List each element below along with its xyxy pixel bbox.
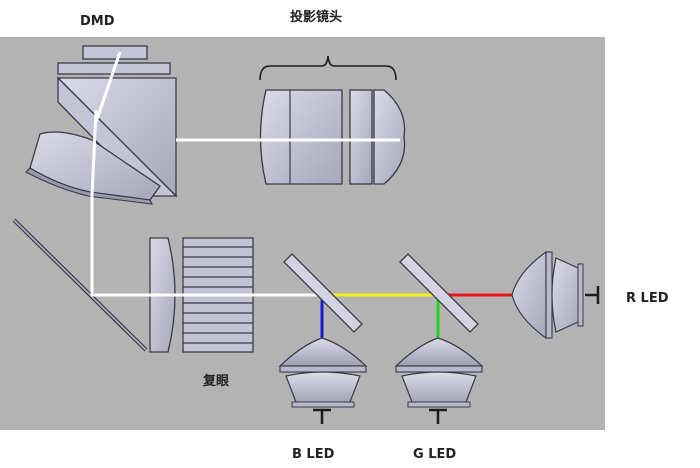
g-led-collimator (394, 337, 484, 424)
projection-lens-bracket (259, 55, 397, 81)
fly-eye-label: 复眼 (202, 373, 230, 389)
dichroic-mirror-1 (283, 253, 363, 333)
dichroic-mirror-2 (399, 253, 479, 333)
r-led-collimator (511, 250, 600, 340)
projection-lens-middle (349, 89, 373, 185)
relay-lens-lower (25, 167, 153, 205)
b-led-collimator (278, 337, 368, 424)
g-led-label: G LED (413, 447, 456, 462)
projection-lens-rear (373, 89, 406, 185)
projection-lens-front-group (259, 89, 343, 185)
dmd-label: DMD (80, 14, 115, 29)
light-paths (90, 51, 512, 338)
white-beam (90, 51, 400, 297)
r-led-label: R LED (626, 291, 669, 306)
b-led-label: B LED (292, 447, 335, 462)
dmd-chip (82, 45, 148, 60)
projection-lens-label: 投影镜头 (290, 9, 342, 25)
